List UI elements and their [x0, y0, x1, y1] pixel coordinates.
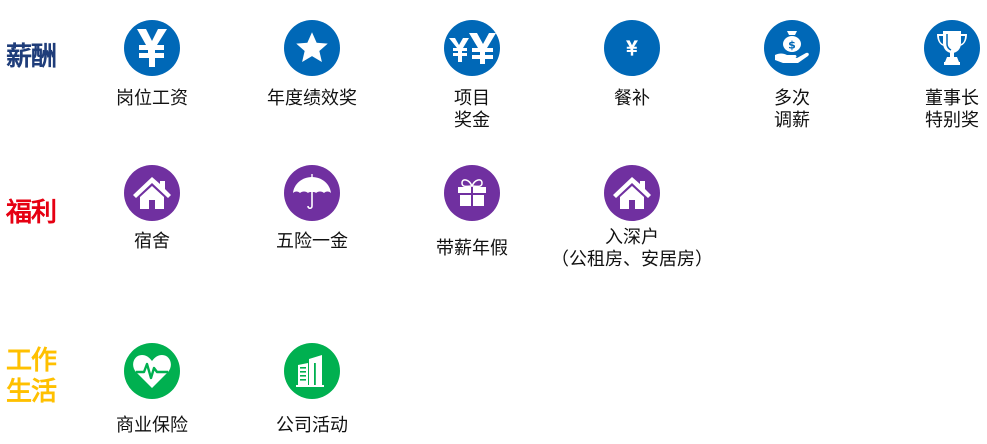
building-icon: [284, 343, 340, 399]
worklife-item-company-events: 公司活动: [212, 343, 412, 437]
item-label: 董事长 特别奖: [925, 88, 979, 131]
category-worklife-title: 工作 生活: [6, 346, 66, 408]
item-label: 多次 调薪: [774, 88, 810, 131]
welfare-item-dormitory: 宿舍: [52, 165, 252, 253]
house-icon: [124, 165, 180, 221]
gift-icon: [444, 165, 500, 221]
svg-text:$: $: [788, 39, 796, 52]
item-label: 年度绩效奖: [267, 88, 357, 109]
yen-icon: [124, 20, 180, 76]
item-label: 带薪年假: [436, 238, 508, 259]
house-icon: [604, 165, 660, 221]
item-label: 项目 奖金: [454, 88, 490, 131]
category-welfare-title: 福利: [6, 198, 57, 228]
salary-item-annual-bonus: 年度绩效奖: [212, 20, 412, 110]
item-label: 餐补: [614, 88, 650, 109]
small-yen-icon: [604, 20, 660, 76]
category-worklife-line2: 生活: [6, 377, 57, 407]
salary-item-meal-allowance: 餐补: [532, 20, 732, 110]
worklife-item-commercial-insurance: 商业保险: [52, 343, 252, 437]
salary-item-chairman-award: 董事长 特别奖: [852, 20, 987, 132]
star-icon: [284, 20, 340, 76]
umbrella-icon: [284, 165, 340, 221]
category-salary-title: 薪酬: [6, 42, 57, 72]
salary-item-base-pay: 岗位工资: [52, 20, 252, 110]
category-worklife-line1: 工作: [6, 346, 57, 376]
item-label: 宿舍: [134, 231, 170, 252]
item-label: 岗位工资: [116, 88, 188, 109]
heartbeat-icon: [124, 343, 180, 399]
salary-item-raises: $ 多次 调薪: [692, 20, 892, 132]
welfare-item-paid-leave: 带薪年假: [372, 165, 572, 260]
salary-item-project-bonus: 项目 奖金: [372, 20, 572, 132]
item-label: 五险一金: [276, 231, 348, 252]
welfare-item-shenzhen-hukou: 入深户 （公租房、安居房）: [532, 165, 732, 271]
welfare-item-insurance-fund: 五险一金: [212, 165, 412, 253]
money-bag-hand-icon: $: [764, 20, 820, 76]
item-label: 商业保险: [116, 415, 188, 436]
item-label: 公司活动: [276, 415, 348, 436]
double-yen-icon: [444, 20, 500, 76]
item-label: 入深户 （公租房、安居房）: [551, 227, 713, 270]
trophy-icon: [924, 20, 980, 76]
